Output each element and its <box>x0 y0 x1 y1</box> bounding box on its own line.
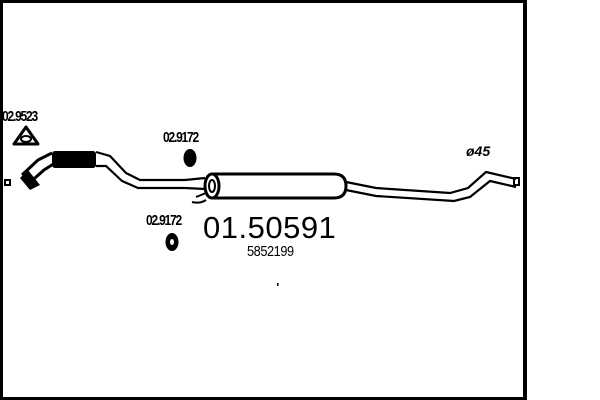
front-pipe <box>95 150 206 191</box>
oem-number: 5852199 <box>247 243 294 260</box>
gasket-ref-label: 02.9523 <box>2 108 38 125</box>
rear-pipe <box>345 170 520 203</box>
front-flange <box>20 151 56 190</box>
gasket-icon <box>12 125 40 146</box>
hanger-lower-ref-label: 02.9172 <box>146 212 182 229</box>
hanger-upper-ref-label: 02.9172 <box>163 129 199 146</box>
hanger-upper-icon <box>183 149 197 167</box>
part-number: 01.50591 <box>203 210 337 245</box>
flex-pipe <box>52 151 96 168</box>
drawing-frame <box>0 0 527 400</box>
diameter-label: ø45 <box>466 143 491 159</box>
clamp-icon <box>4 179 11 186</box>
muffler <box>191 172 348 204</box>
